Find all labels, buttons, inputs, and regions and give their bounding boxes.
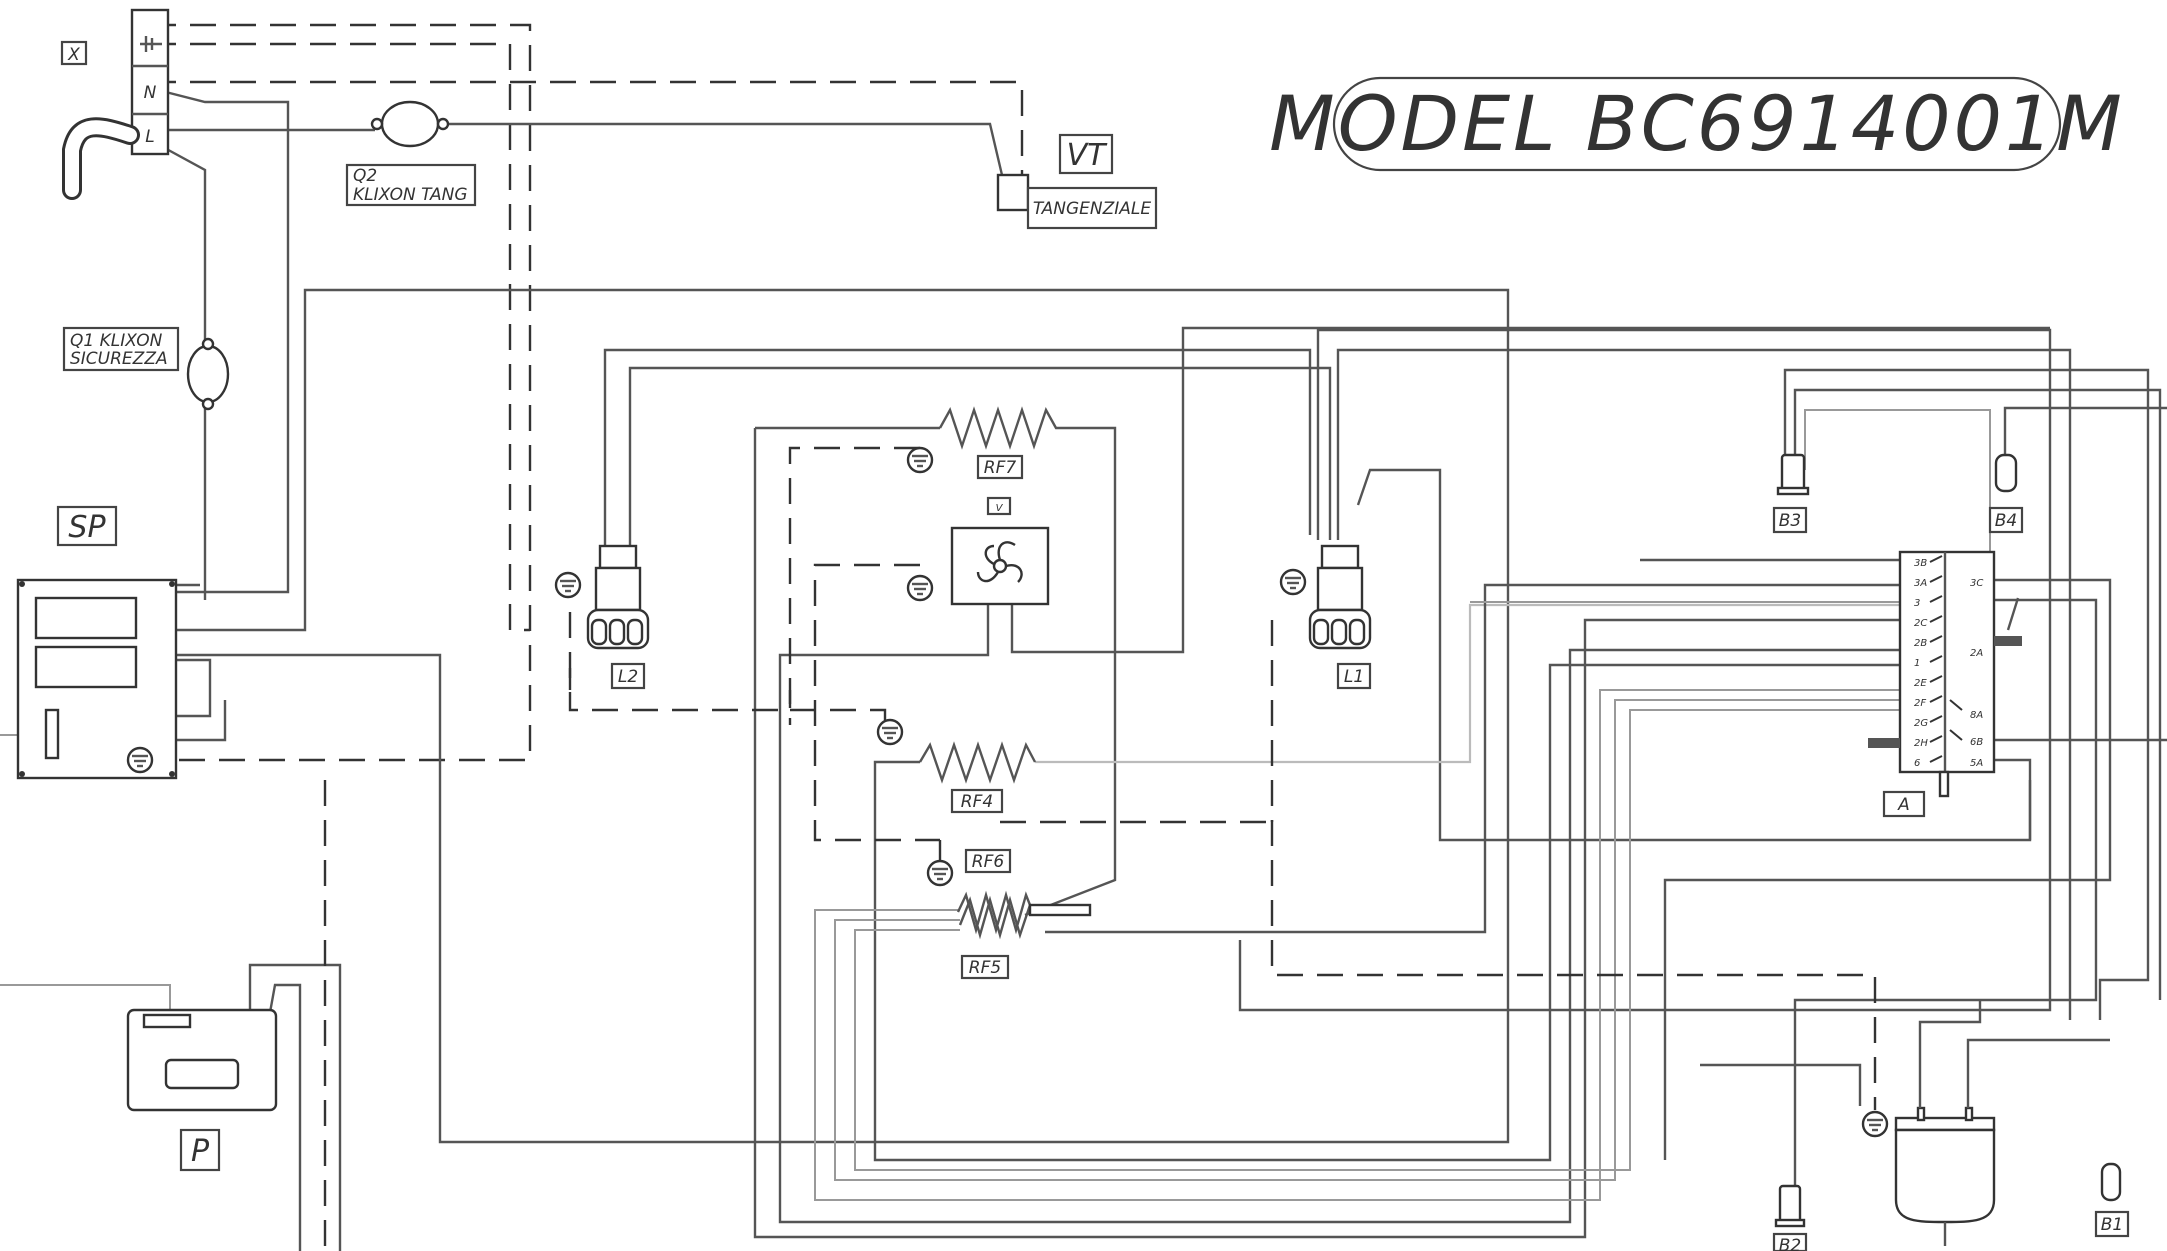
l2-lamp: L2: [554, 544, 650, 690]
switch-terminal: 6B: [1970, 737, 1983, 748]
label-b4: B4: [1995, 511, 2017, 531]
switch-terminal: 2C: [1914, 618, 1927, 629]
title-frame: [1332, 76, 2062, 172]
label-vt: VT: [1067, 138, 1109, 173]
label-tangenziale: TANGENZIALE: [1033, 199, 1152, 219]
vt-tangential-fan: VT TANGENZIALE: [996, 133, 1158, 230]
earth-icon: [126, 746, 154, 774]
earth-terminal-icon: [140, 36, 162, 52]
label-rf7: RF7: [984, 458, 1017, 478]
model-title: MODEL BC6914001M: [1269, 79, 2125, 168]
switch-terminal: 6: [1914, 758, 1920, 769]
rf4-heater: RF4: [876, 718, 1037, 814]
l1-lamp: L1: [1279, 544, 1372, 690]
label-n: N: [144, 83, 157, 103]
label-q1-sub: SICUREZZA: [70, 349, 168, 369]
label-q1: Q1 KLIXON: [70, 331, 163, 351]
label-l1: L1: [1344, 667, 1364, 687]
terminal-block: X N L: [60, 8, 170, 200]
wires: [0, 23, 2167, 1251]
switch-terminal: 3: [1914, 598, 1920, 609]
label-sp: SP: [68, 510, 106, 545]
sp-control-board: SP: [16, 505, 178, 780]
label-l2: L2: [618, 667, 638, 687]
q1-klixon-safety: Q1 KLIXON SICUREZZA: [62, 326, 230, 411]
v-fan: V: [906, 496, 1050, 606]
motor-unit: [1861, 1000, 2110, 1246]
switch-terminal: 3B: [1914, 558, 1927, 569]
switch-terminal: 8A: [1970, 710, 1983, 721]
q2-klixon-tang: Q2 KLIXON TANG: [345, 100, 477, 207]
rf7-heater: RF7: [906, 406, 1060, 480]
label-x: X: [67, 45, 80, 65]
b4-sensor: B4: [1988, 453, 2024, 534]
b1-sensor: B1: [2094, 1162, 2130, 1238]
earth-icon: [1279, 568, 1307, 596]
a-selector-switch: 3B 3A 3 2C 2B 1 2E 2F 2G 2H 6 3C 2A 8A 6…: [1868, 550, 2022, 818]
switch-terminal: 2B: [1914, 638, 1927, 649]
rf5-heater: RF5: [956, 890, 1092, 980]
switch-terminal: 2F: [1914, 698, 1926, 709]
label-p: P: [191, 1134, 210, 1169]
earth-icon: [554, 571, 582, 599]
earth-icon: [1861, 1110, 1889, 1138]
earth-icon: [876, 718, 904, 746]
switch-terminal: 2E: [1914, 678, 1927, 689]
label-b2: B2: [1779, 1236, 1801, 1251]
switch-terminal: 2G: [1914, 718, 1928, 729]
switch-terminal: 3C: [1970, 578, 1983, 589]
label-rf6: RF6: [972, 852, 1005, 872]
label-l: L: [145, 127, 154, 147]
label-a: A: [1897, 795, 1910, 815]
label-q2-sub: KLIXON TANG: [353, 185, 468, 205]
earth-icon: [906, 446, 934, 474]
switch-terminal: 1: [1914, 658, 1920, 669]
label-rf5: RF5: [969, 958, 1001, 978]
rf6-heater: RF6: [926, 848, 1012, 887]
switch-terminal: 3A: [1914, 578, 1927, 589]
switch-terminal: 5A: [1970, 758, 1983, 769]
label-b3: B3: [1779, 511, 1801, 531]
earth-icon: [906, 574, 934, 602]
p-component: P: [126, 1008, 278, 1172]
label-q2: Q2: [353, 166, 377, 186]
b3-sensor: B3: [1772, 453, 1810, 534]
fan-icon: [976, 541, 1023, 583]
switch-terminal: 2A: [1970, 648, 1983, 659]
earth-icon: [926, 859, 954, 887]
label-rf4: RF4: [961, 792, 993, 812]
switch-terminal: 2H: [1914, 738, 1928, 749]
label-b1: B1: [2101, 1215, 2123, 1235]
label-v: V: [996, 503, 1004, 514]
b2-sensor: B2: [1772, 1184, 1808, 1251]
